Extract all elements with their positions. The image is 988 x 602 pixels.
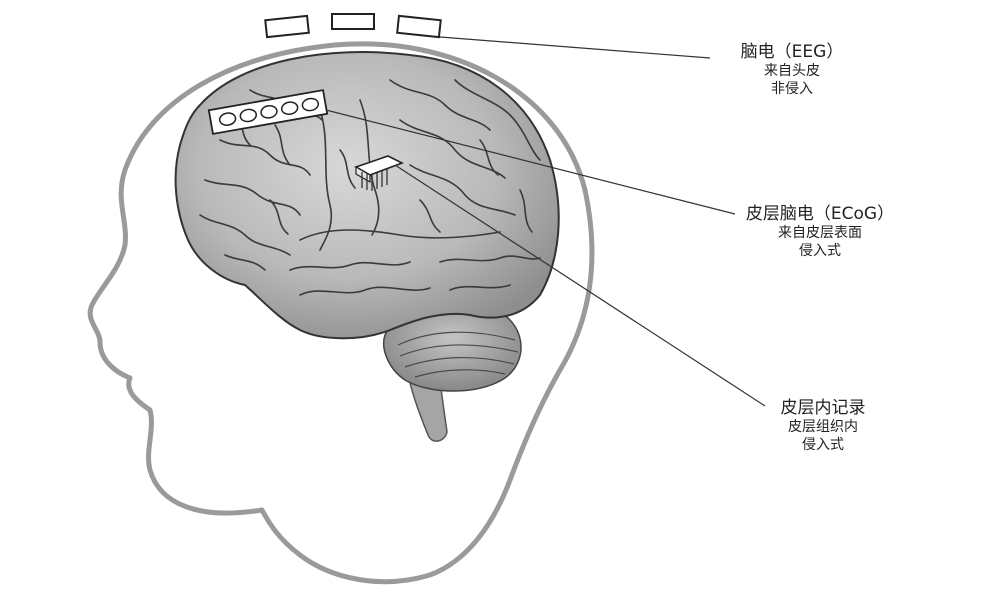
intracortical-label: 皮层内记录 皮层组织内 侵入式	[738, 398, 908, 454]
eeg-label-line1: 来自头皮	[764, 63, 820, 80]
eeg-electrode-1	[264, 14, 310, 39]
eeg-electrode-2	[331, 13, 375, 30]
eeg-electrode-3	[396, 14, 442, 39]
intracortical-label-line1: 皮层组织内	[788, 419, 858, 436]
eeg-label-line2: 非侵入	[771, 80, 813, 97]
leader-line-eeg	[439, 36, 711, 59]
head-outline	[87, 41, 595, 585]
brain-sulci	[199, 79, 541, 296]
ecog-label-title: 皮层脑电（ECoG）	[745, 204, 895, 224]
intracortical-label-title: 皮层内记录	[780, 398, 866, 418]
intracortical-label-line2: 侵入式	[802, 436, 844, 453]
eeg-label-title: 脑电（EEG）	[740, 42, 844, 62]
ecog-label: 皮层脑电（ECoG） 来自皮层表面 侵入式	[720, 204, 920, 260]
cerebellum-folia	[397, 331, 519, 378]
leader-line-ecog	[325, 109, 736, 215]
ecog-grid	[207, 89, 329, 135]
intracortical-array	[354, 155, 404, 191]
ecog-label-line2: 侵入式	[799, 242, 841, 259]
cerebrum	[174, 51, 560, 340]
leader-lines	[325, 36, 766, 407]
leader-line-intracortical	[394, 164, 766, 407]
eeg-label: 脑电（EEG） 来自头皮 非侵入	[712, 42, 872, 98]
ecog-label-line1: 来自皮层表面	[778, 225, 862, 242]
